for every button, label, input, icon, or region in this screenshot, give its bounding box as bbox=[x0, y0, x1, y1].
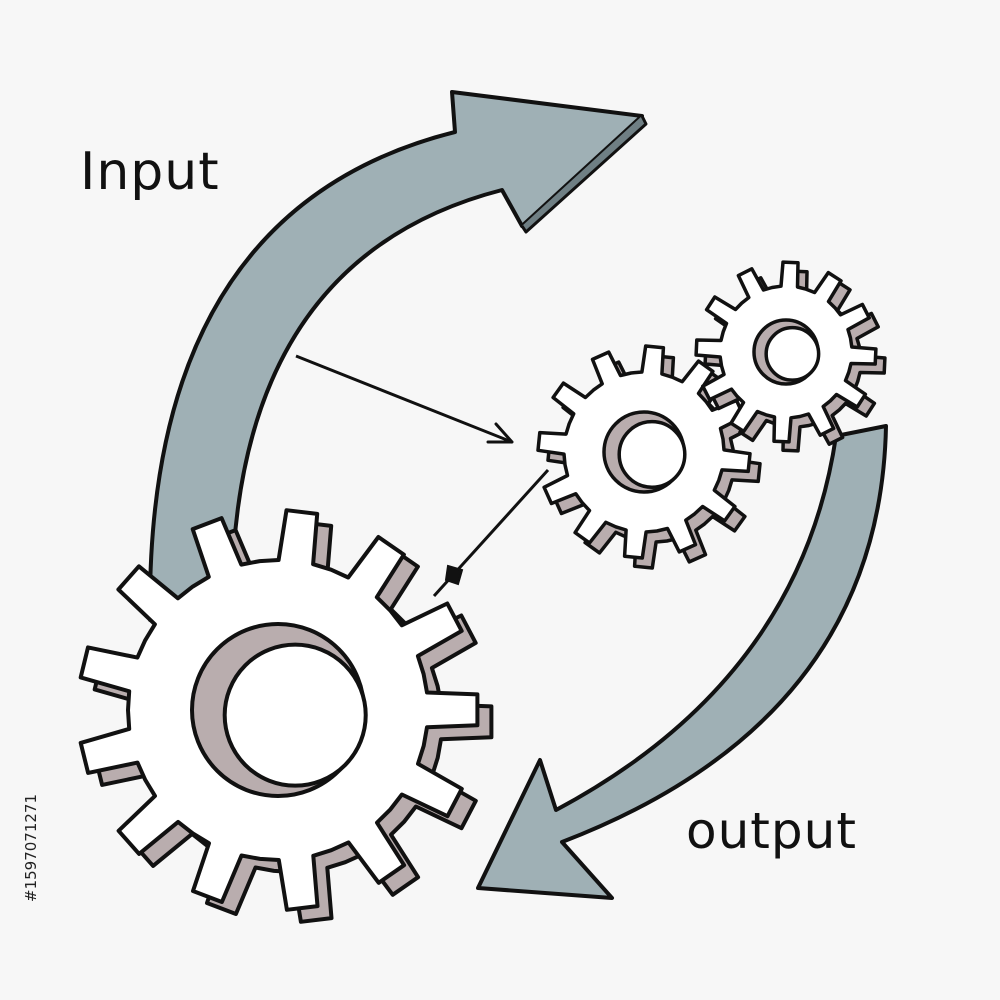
input-curved-arrow-icon bbox=[147, 90, 648, 622]
output-curved-arrow-icon bbox=[476, 424, 888, 900]
large-gear-icon bbox=[78, 508, 494, 924]
connector-arrow-icon bbox=[432, 468, 550, 598]
input-label: Input bbox=[80, 142, 220, 202]
mg-gear-hole bbox=[617, 419, 687, 489]
sg-gear-hole bbox=[764, 325, 821, 382]
stock-id-watermark: #1597071271 bbox=[22, 793, 40, 902]
small-gear-icon bbox=[694, 260, 887, 453]
pointer-arrow-icon bbox=[295, 354, 514, 444]
output-label: output bbox=[686, 802, 857, 860]
lg-gear-hole bbox=[222, 642, 368, 788]
medium-gear-icon bbox=[536, 344, 762, 570]
